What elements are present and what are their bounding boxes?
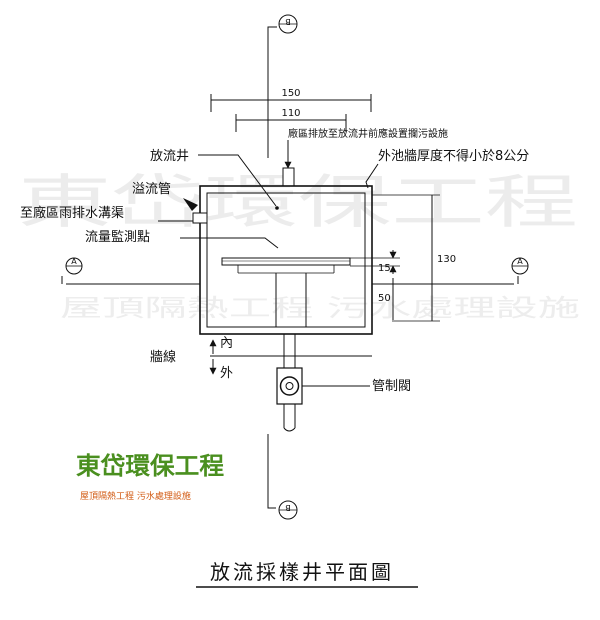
label-to-drain: 至廠區雨排水溝渠 <box>20 205 124 221</box>
note-screen-facility: 廠區排放至放流井前應設置攔污設施 <box>288 127 448 140</box>
label-flow-monitor: 流量監測點 <box>85 229 150 245</box>
label-overflow-pipe: 溢流管 <box>132 182 171 197</box>
drawing-title: 放流採樣井平面圖 <box>210 560 394 584</box>
section-marker-a-left: A <box>61 257 200 285</box>
label-wall-thickness: 外池牆厚度不得小於8公分 <box>378 148 529 164</box>
label-outfall-well: 放流井 <box>150 149 189 164</box>
outlet-pipe <box>283 334 296 432</box>
label-wall-line: 牆線 <box>150 349 176 365</box>
section-marker-a-right: A <box>372 257 529 285</box>
svg-text:150: 150 <box>281 88 300 99</box>
inlet-pipe <box>282 167 295 187</box>
svg-text:110: 110 <box>281 108 300 119</box>
brand-name: 東岱環保工程 <box>76 451 224 480</box>
outfall-well-outer-wall <box>199 185 373 335</box>
label-control-valve: 管制閥 <box>372 379 411 394</box>
svg-text:15: 15 <box>378 263 391 274</box>
watermark-line1: 東岱環保工程 <box>18 168 578 236</box>
watermark-line2: 屋頂隔熱工程 污水處理設施 <box>60 294 580 322</box>
section-marker-b-bottom: B <box>267 434 298 520</box>
svg-text:B: B <box>285 503 291 512</box>
dimension-15: 15 <box>350 250 400 274</box>
dimension-130: 130 <box>372 194 456 322</box>
section-marker-b-top: B <box>267 14 298 158</box>
overflow-pipe <box>192 212 208 224</box>
brand-subtitle: 屋頂隔熱工程 污水處理設施 <box>80 490 191 502</box>
control-valve <box>276 367 370 405</box>
label-outside: 外 <box>220 366 233 381</box>
svg-text:A: A <box>517 257 523 266</box>
svg-text:50: 50 <box>378 293 391 304</box>
overflow-leader-arrow <box>183 198 198 211</box>
svg-text:130: 130 <box>437 254 456 265</box>
dimension-50: 50 <box>378 278 394 320</box>
dimension-150: 150 <box>210 88 372 112</box>
outfall-well-inner-wall <box>206 192 366 328</box>
dimension-110: 110 <box>235 108 347 132</box>
weir-plate <box>221 257 351 266</box>
svg-text:B: B <box>285 17 291 26</box>
label-inside: 內 <box>220 336 233 351</box>
svg-text:A: A <box>71 257 77 266</box>
